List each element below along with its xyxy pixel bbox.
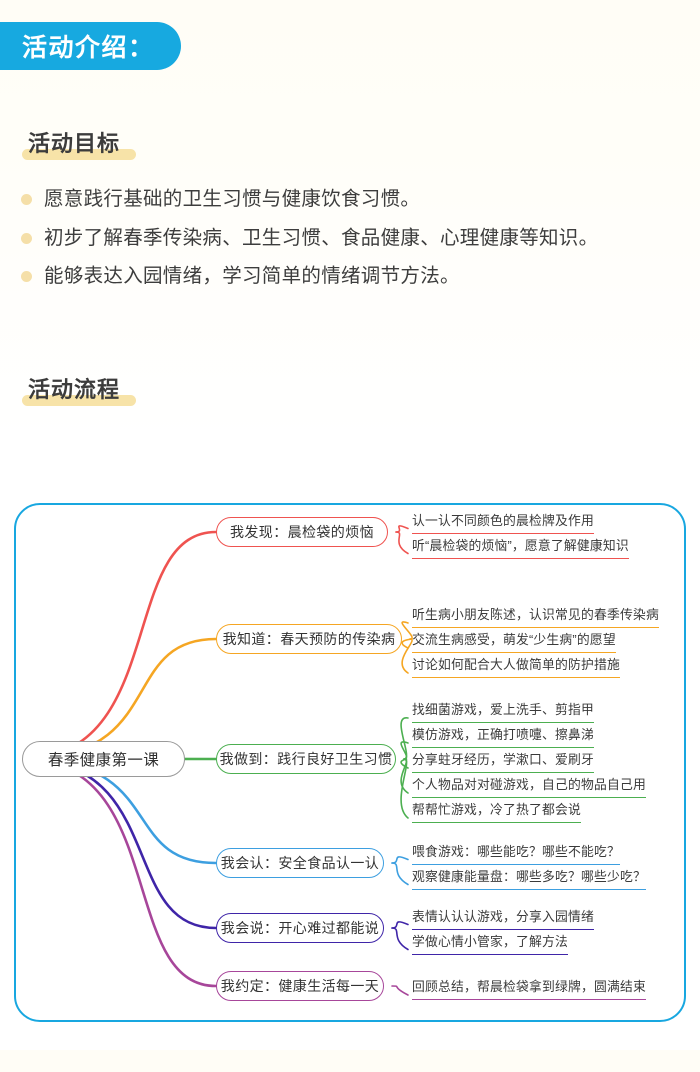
banner-container: 活动介绍： (0, 22, 700, 70)
goal-item: 愿意践行基础的卫生习惯与健康饮食习惯。 (18, 184, 682, 216)
goal-item-text: 能够表达入园情绪，学习简单的情绪调节方法。 (44, 265, 460, 287)
section-heading-flow: 活动流程 (22, 372, 126, 404)
goal-item-text: 愿意践行基础的卫生习惯与健康饮食习惯。 (44, 188, 420, 210)
bullet-dot-icon (21, 194, 32, 205)
section-heading-goals: 活动目标 (22, 126, 126, 158)
bullet-dot-icon (21, 233, 32, 244)
goal-item: 能够表达入园情绪，学习简单的情绪调节方法。 (18, 261, 682, 293)
bullet-dot-icon (21, 271, 32, 282)
mindmap-frame (14, 503, 686, 1022)
goal-item-text: 初步了解春季传染病、卫生习惯、食品健康、心理健康等知识。 (44, 227, 598, 249)
goals-list: 愿意践行基础的卫生习惯与健康饮食习惯。初步了解春季传染病、卫生习惯、食品健康、心… (18, 184, 682, 293)
goal-item: 初步了解春季传染病、卫生习惯、食品健康、心理健康等知识。 (18, 223, 682, 255)
page-banner-title: 活动介绍： (0, 22, 181, 70)
